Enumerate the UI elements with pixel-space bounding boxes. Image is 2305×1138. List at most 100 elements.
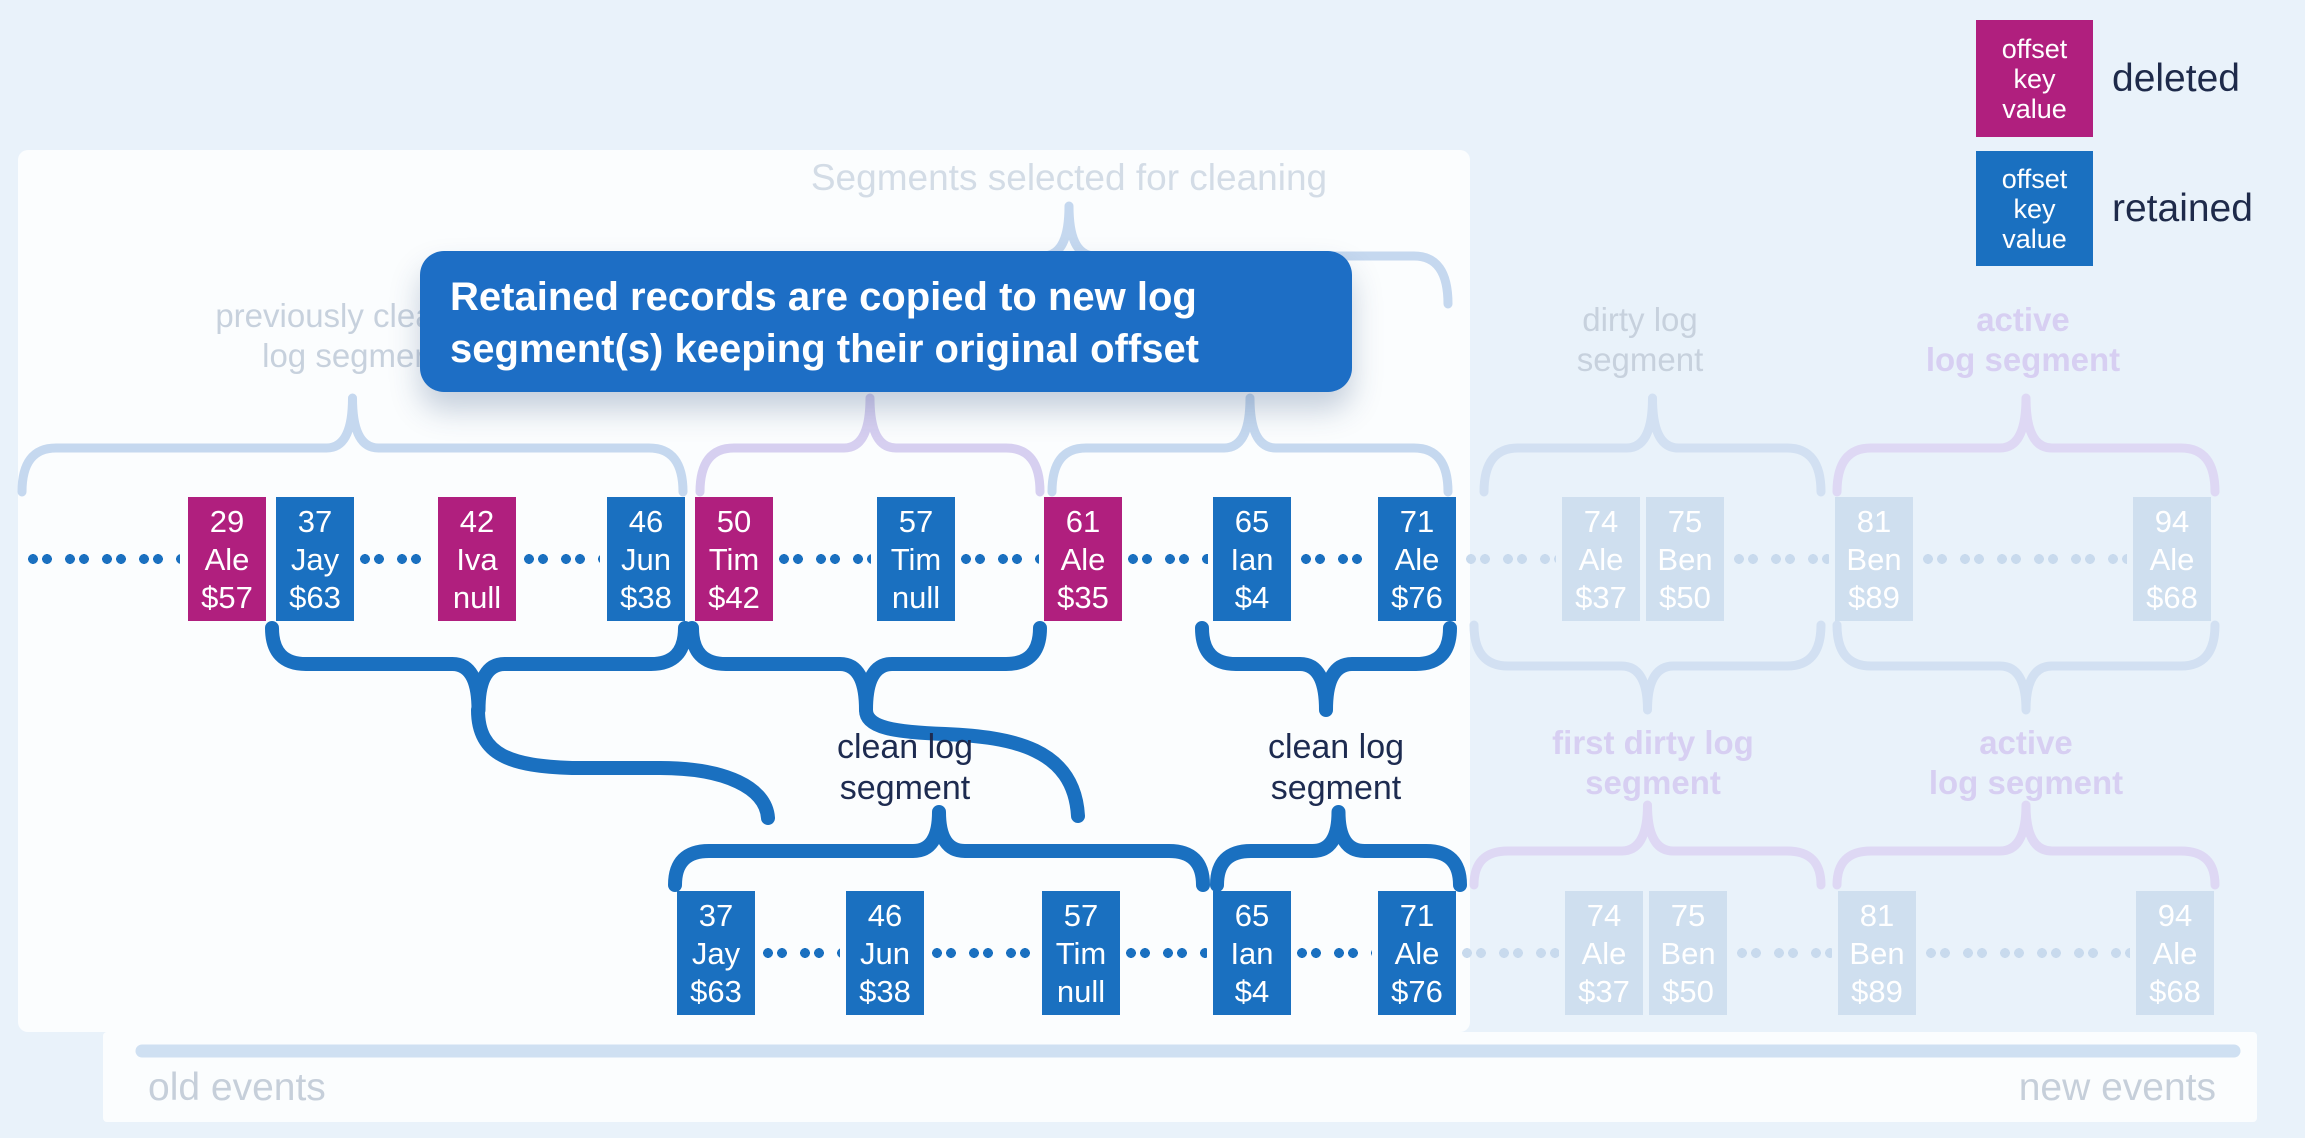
record-offset: 37 — [698, 898, 734, 933]
record-key: Ian — [1230, 542, 1274, 577]
dots-leader — [1124, 947, 1207, 959]
legend-key-label: key — [2013, 63, 2056, 94]
record-key: Ale — [1394, 542, 1440, 577]
dots-leader — [1299, 553, 1373, 565]
record-offset: 42 — [459, 504, 495, 539]
record-offset: 71 — [1399, 504, 1435, 539]
clean-log-segment-label-1: clean log segment — [705, 727, 1105, 809]
record-offset: 37 — [297, 504, 333, 539]
record-key: Ian — [1230, 936, 1274, 971]
record-key: Ben — [1849, 936, 1905, 971]
record-value: $50 — [1662, 974, 1714, 1009]
brace-clean-segment-1 — [668, 805, 1210, 892]
record-key: Ale — [1394, 936, 1440, 971]
segments-selected-title: Segments selected for cleaning — [810, 157, 1328, 198]
record-key: Ale — [1581, 936, 1627, 971]
clean-line2: segment — [1270, 769, 1402, 807]
dots-leader-faded — [1464, 553, 1556, 565]
record-value: $37 — [1575, 580, 1627, 615]
record-key: Tim — [890, 542, 942, 577]
active-bottom-line2: log segment — [1928, 764, 2124, 801]
dots-leader — [358, 553, 432, 565]
record-value: $42 — [708, 580, 760, 615]
record-key: Tim — [708, 542, 760, 577]
dots-leader-faded — [1732, 553, 1829, 565]
dots-leader-faded — [1921, 553, 2127, 565]
new-events-label: new events — [2018, 1066, 2216, 1109]
record-key: Ben — [1846, 542, 1902, 577]
record-offset: 94 — [2154, 504, 2190, 539]
record-offset: 57 — [1063, 898, 1099, 933]
record-offset: 75 — [1670, 898, 1706, 933]
record-value: $76 — [1391, 974, 1443, 1009]
legend-deleted-label: deleted — [2112, 57, 2240, 100]
dots-leader — [26, 553, 180, 565]
record-key: Ale — [204, 542, 250, 577]
callout-line1: Retained records are copied to new log — [450, 275, 1197, 319]
record-value: null — [452, 580, 502, 615]
brace-active-log-segment-top — [1832, 393, 2220, 497]
dots-leader — [930, 947, 1036, 959]
record-value: $38 — [859, 974, 911, 1009]
clean-line1: clean log — [1267, 728, 1405, 766]
record-value: $35 — [1057, 580, 1109, 615]
record-value: $68 — [2146, 580, 2198, 615]
record-key: Ale — [2152, 936, 2198, 971]
dots-leader — [1295, 947, 1372, 959]
legend-value-label: value — [2002, 93, 2067, 124]
record-value: $57 — [201, 580, 253, 615]
dots-leader — [777, 553, 871, 565]
record-key: Ale — [1060, 542, 1106, 577]
dots-leader — [522, 553, 600, 565]
record-offset: 74 — [1583, 504, 1619, 539]
record-key: Jun — [860, 936, 910, 971]
legend-offset-label: offset — [2001, 33, 2068, 64]
brace-selected-segment-1 — [695, 393, 1045, 497]
brace-dirty-log-segment — [1479, 393, 1826, 497]
brace-under-active-segment — [1832, 620, 2220, 715]
dirty-log-segment-label: dirty log segment — [1453, 300, 1827, 380]
record-offset: 61 — [1065, 504, 1101, 539]
record-offset: 94 — [2157, 898, 2193, 933]
brace-clean-segment-2 — [1210, 805, 1467, 892]
record-value: $38 — [620, 580, 672, 615]
brace-under-dirty-segment — [1469, 620, 1826, 715]
record-key: Tim — [1055, 936, 1107, 971]
first-dirty-line1: first dirty log — [1552, 724, 1754, 761]
legend-key-label: key — [2013, 193, 2056, 224]
record-offset: 81 — [1859, 898, 1895, 933]
active-top-line1: active — [1976, 301, 2070, 338]
copy-arrow-1 — [471, 703, 775, 825]
record-key: Ben — [1657, 542, 1713, 577]
old-events-label: old events — [148, 1066, 326, 1109]
record-value: $89 — [1851, 974, 1903, 1009]
record-offset: 75 — [1667, 504, 1703, 539]
legend-offset-label: offset — [2001, 163, 2068, 194]
brace-active-log-segment-bottom — [1832, 800, 2220, 890]
record-value: $89 — [1848, 580, 1900, 615]
callout-tooltip: Retained records are copied to new log s… — [420, 251, 1352, 392]
clean-line1: clean log — [836, 728, 974, 766]
dots-leader-faded — [1735, 947, 1832, 959]
record-value: null — [891, 580, 941, 615]
record-offset: 46 — [867, 898, 903, 933]
callout-line2: segment(s) keeping their original offset — [450, 327, 1200, 371]
record-key: Jay — [691, 936, 741, 971]
brace-retained-group-2 — [685, 621, 1047, 717]
record-key: Iva — [456, 542, 498, 577]
